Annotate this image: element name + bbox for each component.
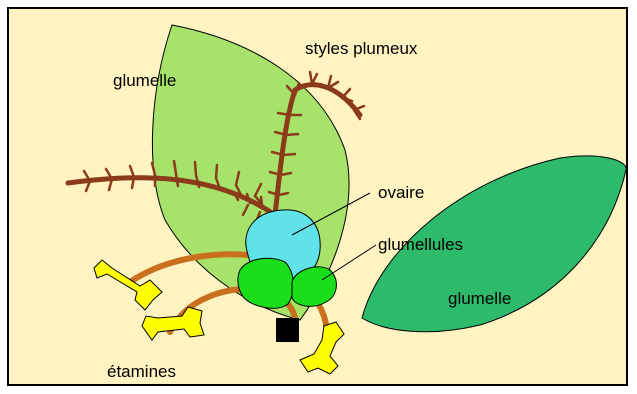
label-styles-plumeux: styles plumeux bbox=[305, 40, 417, 57]
label-glumelle-right: glumelle bbox=[448, 290, 511, 307]
label-glumellules: glumellules bbox=[378, 236, 463, 253]
flower-base bbox=[276, 318, 299, 342]
label-ovaire: ovaire bbox=[378, 184, 424, 201]
label-etamines: étamines bbox=[107, 363, 176, 380]
label-glumelle-top: glumelle bbox=[113, 72, 176, 89]
